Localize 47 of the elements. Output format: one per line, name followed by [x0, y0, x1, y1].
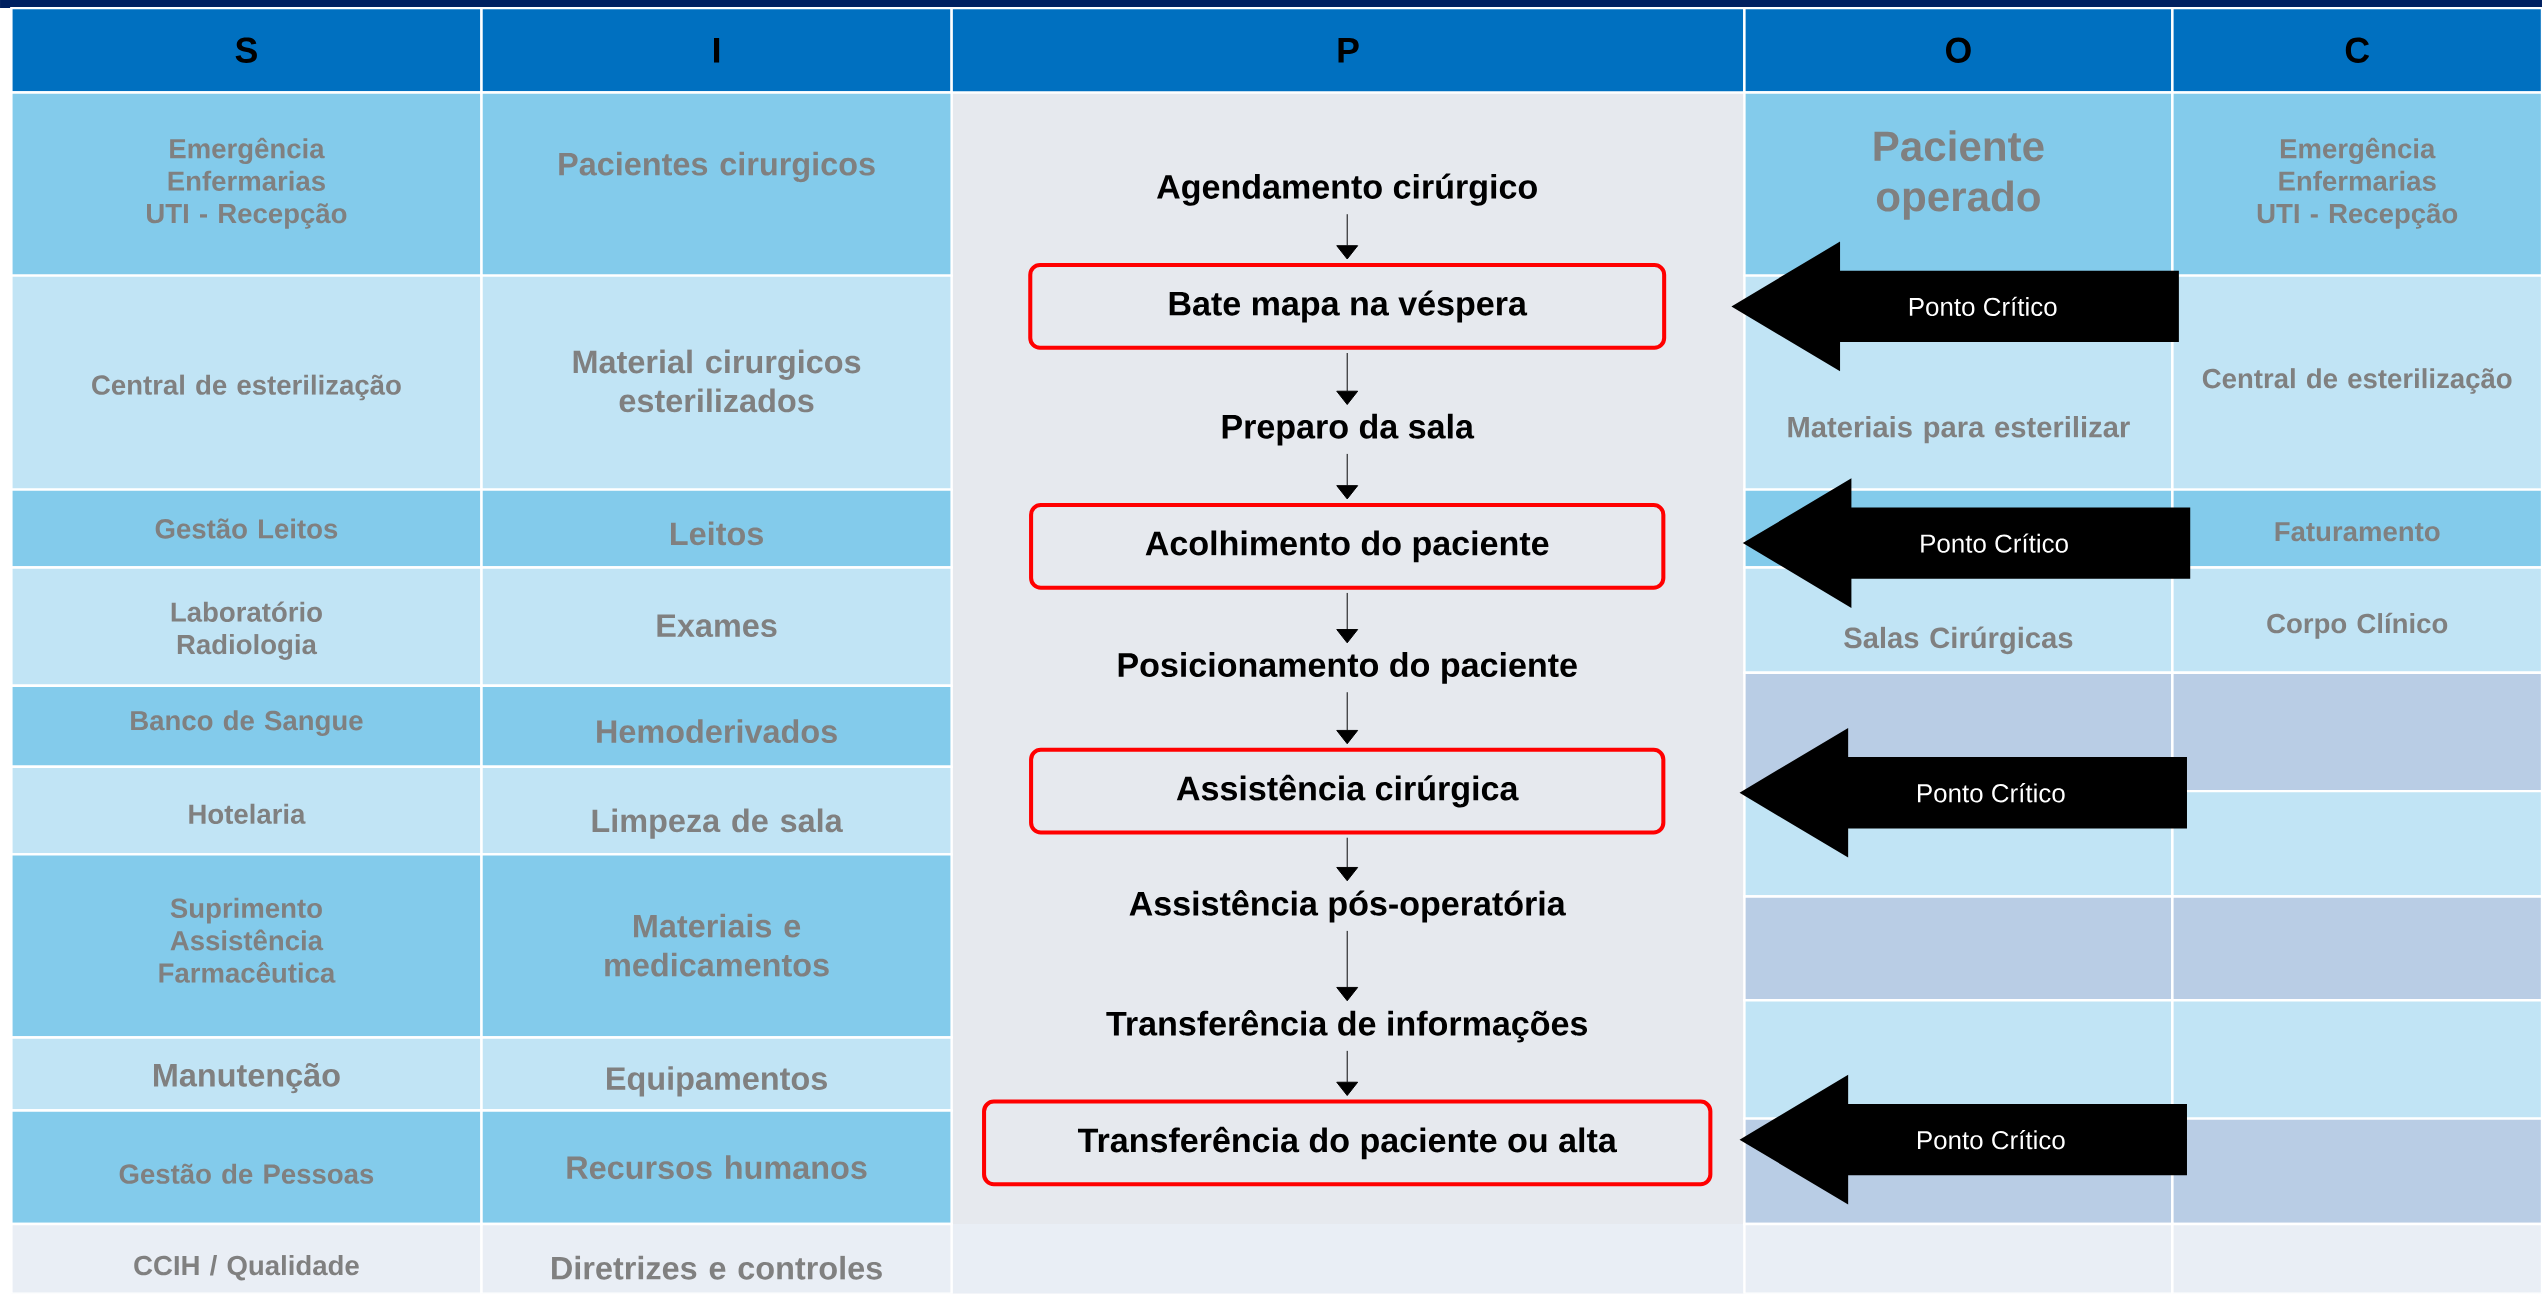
arrow: [1336, 1050, 1359, 1097]
table-cell: Exames: [480, 566, 953, 688]
process-step: Preparo da sala: [1222, 413, 1475, 446]
process-box: Assistência cirúrgica: [1029, 747, 1666, 835]
table-cell: Laboratório Radiologia: [10, 566, 483, 688]
table-cell: Faturamento: [2171, 488, 2542, 569]
table-cell: Gestão de Pessoas: [10, 1109, 483, 1226]
table-cell: Equipamentos: [480, 1036, 953, 1112]
process-step: Agendamento cirúrgico: [1157, 173, 1537, 206]
table-cell: Recursos humanos: [480, 1109, 953, 1226]
table-cell: Leitos: [480, 488, 953, 569]
table-cell: Emergência Enfermarias UTI - Recepção: [10, 91, 483, 277]
arrow: [1336, 691, 1359, 745]
process-box: Bate mapa na véspera: [1028, 263, 1667, 350]
header-cell: I: [480, 7, 953, 94]
table-cell: Limpeza de sala: [480, 765, 953, 856]
process-box: Transferência do paciente ou alta: [982, 1099, 1713, 1187]
arrow: [1336, 592, 1359, 644]
table-cell: Central de esterilização: [10, 274, 483, 491]
table-cell: Corpo Clínico: [2171, 566, 2542, 675]
table-cell: Materiais e medicamentos: [480, 853, 953, 1039]
process-box: Acolhimento do paciente: [1029, 503, 1666, 590]
table-cell: Hotelaria: [10, 765, 483, 856]
header-cell: S: [10, 7, 483, 94]
header-cell: P: [950, 7, 1746, 94]
arrow: [1336, 837, 1359, 882]
table-cell: Manutenção: [10, 1036, 483, 1112]
table-cell: Suprimento Assistência Farmacêutica: [10, 853, 483, 1039]
table-cell: Gestão Leitos: [10, 488, 483, 569]
table-cell: Central de esterilização: [2171, 274, 2542, 491]
process-step: Assistência pós-operatória: [1129, 890, 1566, 923]
arrow: [1336, 352, 1359, 406]
table-cell: Banco de Sangue: [10, 684, 483, 769]
arrow: [1336, 453, 1359, 500]
table-cell: Diretrizes e controles: [480, 1222, 953, 1294]
process-step: Transferência de informações: [1106, 1010, 1587, 1043]
table-cell: CCIH / Qualidade: [10, 1222, 483, 1294]
table-cell: Emergência Enfermarias UTI - Recepção: [2171, 91, 2542, 277]
arrow: [1336, 930, 1359, 1002]
arrow: [1336, 213, 1359, 260]
header-cell: O: [1743, 7, 2174, 94]
table-cell: Paciente operado: [1743, 91, 2174, 277]
process-step: Posicionamento do paciente: [1118, 652, 1577, 684]
table-cell: Material cirurgicos esterilizados: [480, 274, 953, 491]
header-cell: C: [2171, 7, 2542, 94]
table-cell: Pacientes cirurgicos: [480, 91, 953, 277]
table-cell: Hemoderivados: [480, 684, 953, 769]
